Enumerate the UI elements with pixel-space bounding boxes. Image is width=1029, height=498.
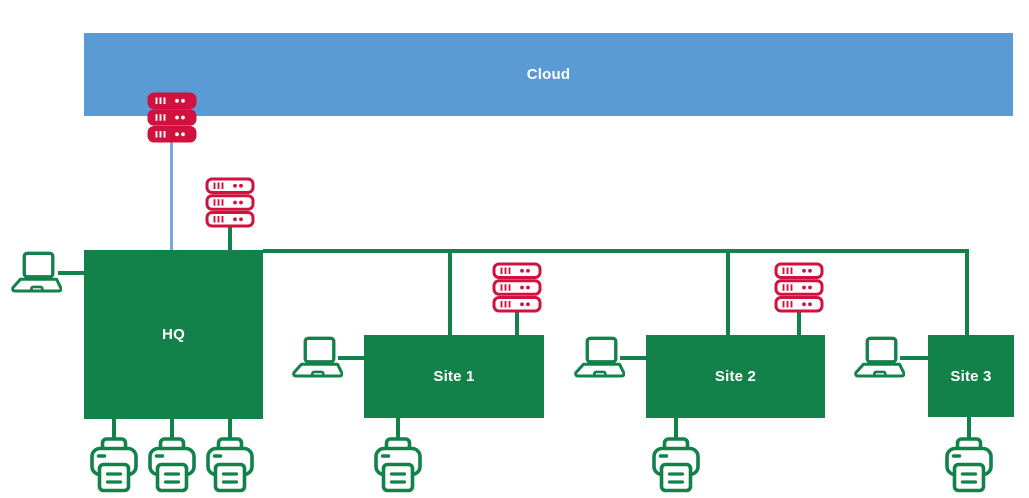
- rack-server-hq-icon[interactable]: [205, 177, 255, 228]
- site2-box[interactable]: Site 2: [646, 335, 825, 418]
- laptop-site1-icon[interactable]: [291, 336, 343, 380]
- laptop-hq-icon[interactable]: [10, 251, 62, 295]
- rack-server-site2-icon[interactable]: [774, 262, 824, 313]
- site3-label: Site 3: [950, 367, 992, 385]
- rack-server-site1-icon[interactable]: [492, 262, 542, 313]
- printer-site3-icon[interactable]: [945, 437, 993, 493]
- printer-hq-1-icon[interactable]: [90, 437, 138, 493]
- link-rack-to-hq: [228, 226, 232, 250]
- hq-box[interactable]: HQ: [84, 250, 263, 419]
- laptop-site3-icon[interactable]: [853, 336, 905, 380]
- printer-hq-2-icon[interactable]: [148, 437, 196, 493]
- site2-label: Site 2: [714, 368, 757, 385]
- site1-label: Site 1: [433, 368, 475, 385]
- link-printer-hq-3: [228, 419, 232, 438]
- cloud-zone[interactable]: Cloud: [84, 33, 1013, 116]
- link-printer-site1: [396, 418, 400, 438]
- printer-site2-icon[interactable]: [652, 437, 700, 493]
- drop-link-site2: [726, 249, 730, 335]
- link-printer-hq-2: [170, 419, 174, 438]
- drop-link-site3: [965, 249, 969, 335]
- link-laptop-site2: [620, 356, 646, 360]
- printer-hq-3-icon[interactable]: [206, 437, 254, 493]
- link-cloud-to-hq: [170, 138, 173, 250]
- drop-link-site1: [448, 249, 452, 335]
- link-printer-hq-1: [112, 419, 116, 438]
- link-rack-to-site2: [797, 311, 801, 335]
- link-laptop-hq: [58, 271, 84, 275]
- link-printer-site2: [674, 418, 678, 438]
- link-rack-to-site1: [515, 311, 519, 335]
- link-laptop-site1: [338, 356, 364, 360]
- backbone-link: [263, 249, 969, 253]
- laptop-site2-icon[interactable]: [573, 336, 625, 380]
- hq-label: HQ: [162, 326, 185, 343]
- printer-site1-icon[interactable]: [374, 437, 422, 493]
- site1-box[interactable]: Site 1: [364, 335, 544, 418]
- cloud-label: Cloud: [526, 66, 571, 83]
- rack-server-cloud-icon[interactable]: [147, 92, 197, 143]
- site3-box[interactable]: Site 3: [928, 335, 1014, 417]
- link-printer-site3: [967, 417, 971, 438]
- link-laptop-site3: [900, 356, 928, 360]
